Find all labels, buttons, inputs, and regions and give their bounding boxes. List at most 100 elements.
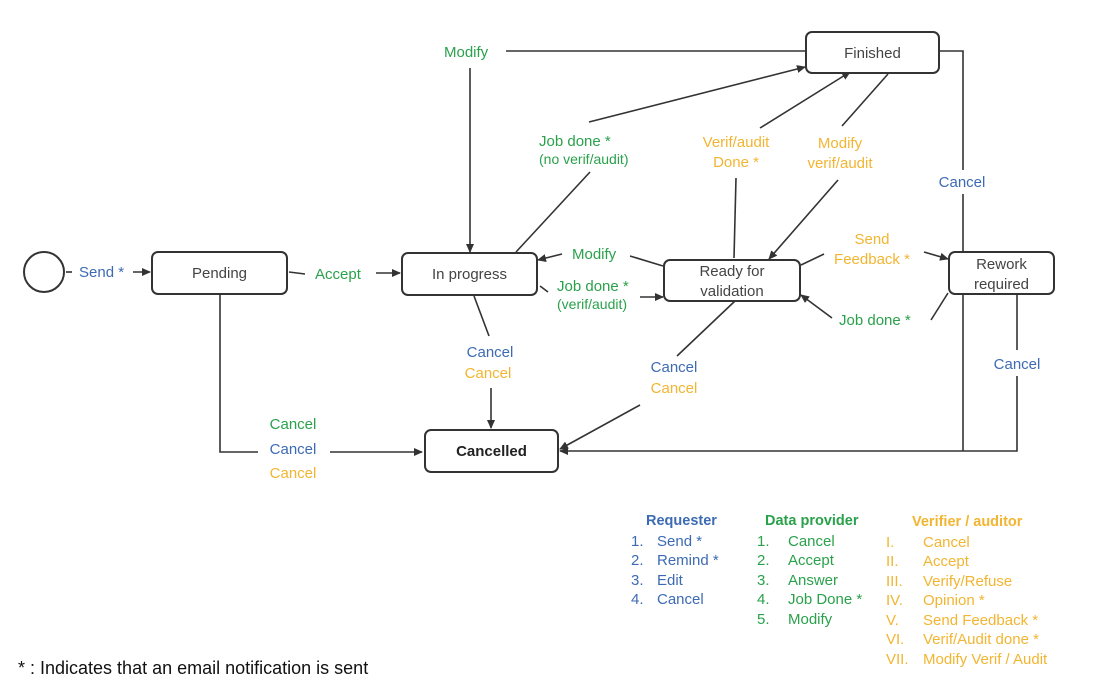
label-jobdone-noverif-1: Job done * (539, 133, 611, 150)
edge-cancel-ready (676, 300, 736, 357)
legend-verifier-item-label: Accept (923, 553, 969, 570)
label-cancel-pending-req: Cancel (270, 441, 317, 458)
legend-requester-item-number: 3. (631, 571, 644, 589)
legend-data-provider-item-number: 3. (757, 571, 770, 589)
label-modifyverif-2: verif/audit (807, 155, 873, 172)
legend-requester-item: 3.Edit (631, 571, 719, 591)
legend-verifier-item-number: VII. (886, 650, 909, 668)
label-modifyverif-1: Modify (818, 135, 863, 152)
legend-data-provider-item: 3.Answer (757, 571, 862, 591)
legend-verifier-item-label: Opinion * (923, 592, 985, 609)
legend-verifier-item: VI. Verif/Audit done * (886, 630, 1047, 650)
nodes: Pending In progress Finished Ready for v… (23, 31, 1055, 473)
edges (66, 50, 1018, 456)
legend-verifier-item-label: Cancel (923, 533, 970, 551)
legend-data-provider-item-label: Accept (788, 552, 834, 569)
label-cancel-pending-dp: Cancel (270, 416, 317, 433)
edge-cancel-pending (219, 295, 258, 453)
legend-data-provider-item-number: 2. (757, 552, 770, 569)
rework-node (948, 251, 1055, 295)
legend-requester-item-label: Send * (657, 532, 703, 550)
edge-jobdone-rework-arrow (800, 294, 833, 319)
cancelled-node (424, 429, 559, 473)
legend-data-provider-item-label: Modify (788, 610, 833, 628)
legend-verifier-item: III. Verify/Refuse (886, 572, 1047, 592)
edge-labels: Send * Accept Modify Job done * (no veri… (79, 44, 1040, 482)
legend-verifier-item-label: Verify/Refuse (923, 572, 1013, 590)
edge-cancel-rework-down (559, 376, 1018, 455)
legend-data-provider-title: Data provider (765, 513, 859, 529)
ready-label-line2: validation (700, 283, 763, 300)
legend-verifier-title: Verifier / auditor (912, 514, 1023, 530)
cancelled-label: Cancelled (456, 443, 527, 460)
edge-verifdone (733, 177, 737, 259)
legend-requester-item-number: 1. (631, 532, 644, 550)
legend-data-provider-item: 1.Cancel (757, 532, 862, 552)
rework-label-line1: Rework (976, 256, 1027, 273)
ready-label-line1: Ready for (699, 263, 764, 280)
pending-node (151, 251, 288, 295)
label-accept: Accept (315, 266, 362, 283)
edge-modify-mid (629, 255, 664, 267)
legend-verifier-item-label: Send Feedback * (923, 611, 1039, 629)
in-progress-label: In progress (432, 266, 507, 283)
label-jobdone-rework: Job done * (839, 312, 911, 329)
legend-verifier-item-number: III. (886, 572, 903, 590)
label-sendfeedback-2: Feedback * (834, 251, 910, 268)
label-verifdone-1: Verif/audit (703, 134, 771, 151)
legend-data-provider-item: 2. Accept (757, 551, 862, 571)
edge-modify-mid-arrow (537, 253, 563, 262)
label-modify-mid: Modify (572, 246, 617, 263)
finished-label: Finished (844, 45, 901, 62)
legend-data-provider-item-number: 4. (757, 591, 770, 608)
legend-data-provider-item-number: 1. (757, 532, 770, 550)
legend-verifier-item: V.Send Feedback * (886, 611, 1047, 631)
edge-sendfeedback-arrow (923, 251, 949, 261)
footnote: * : Indicates that an email notification… (18, 658, 369, 678)
label-cancel-inprog-ver: Cancel (465, 365, 512, 382)
legend-data-provider-item-number: 5. (757, 610, 770, 628)
legend-data-provider-item: 5. Modify (757, 610, 862, 630)
legend-requester-title: Requester (646, 513, 717, 529)
edge-jobdone-rework (930, 292, 949, 321)
edge-cancel-finished (940, 50, 964, 170)
legend-data-provider-item: 4. Job Done * (757, 590, 862, 610)
legend-requester-item: 2.Remind * (631, 551, 719, 571)
legend-verifier-item: II. Accept (886, 552, 1047, 572)
edge-jobdone-noverif-up (588, 65, 806, 123)
label-jobdone-verif-1: Job done * (557, 278, 629, 295)
legend-requester-item: 1. Send * (631, 532, 719, 552)
rework-label-line2: required (974, 276, 1029, 293)
legend-verifier-item-label: Modify Verif / Audit (923, 650, 1048, 668)
label-cancel-ready-req: Cancel (651, 359, 698, 376)
legend-requester-item-number: 4. (631, 591, 644, 608)
legend-verifier-item-label: Verif/Audit done * (923, 631, 1039, 648)
ready-node (663, 259, 801, 302)
edge-accept (288, 271, 306, 275)
legend-verifier-item-number: VI. (886, 631, 905, 648)
pending-label: Pending (192, 265, 247, 282)
edge-sendfeedback (800, 253, 825, 266)
edge-jobdone-noverif-low (515, 171, 591, 253)
legend-requester-item: 4.Cancel (631, 590, 719, 610)
legend-verifier-item: VII. Modify Verif / Audit (886, 650, 1047, 670)
edge-jobdone-verif (539, 285, 549, 293)
label-jobdone-verif-2: (verif/audit) (557, 296, 627, 312)
in-progress-node (401, 252, 538, 296)
label-cancel-inprog-req: Cancel (467, 344, 514, 361)
edge-cancel-ready-arrow (559, 404, 641, 450)
edge-cancel-inprog (473, 295, 490, 337)
finished-node (805, 31, 940, 74)
legend-verifier-item-number: I. (886, 533, 895, 551)
legend-data-provider-item-label: Job Done * (788, 591, 863, 608)
legend-requester-item-number: 2. (631, 552, 644, 569)
legend-verifier-item: IV.Opinion * (886, 591, 1047, 611)
legend-verifier-item-number: II. (886, 553, 899, 570)
start-node (23, 251, 65, 293)
label-cancel-pending-ver: Cancel (270, 465, 317, 482)
